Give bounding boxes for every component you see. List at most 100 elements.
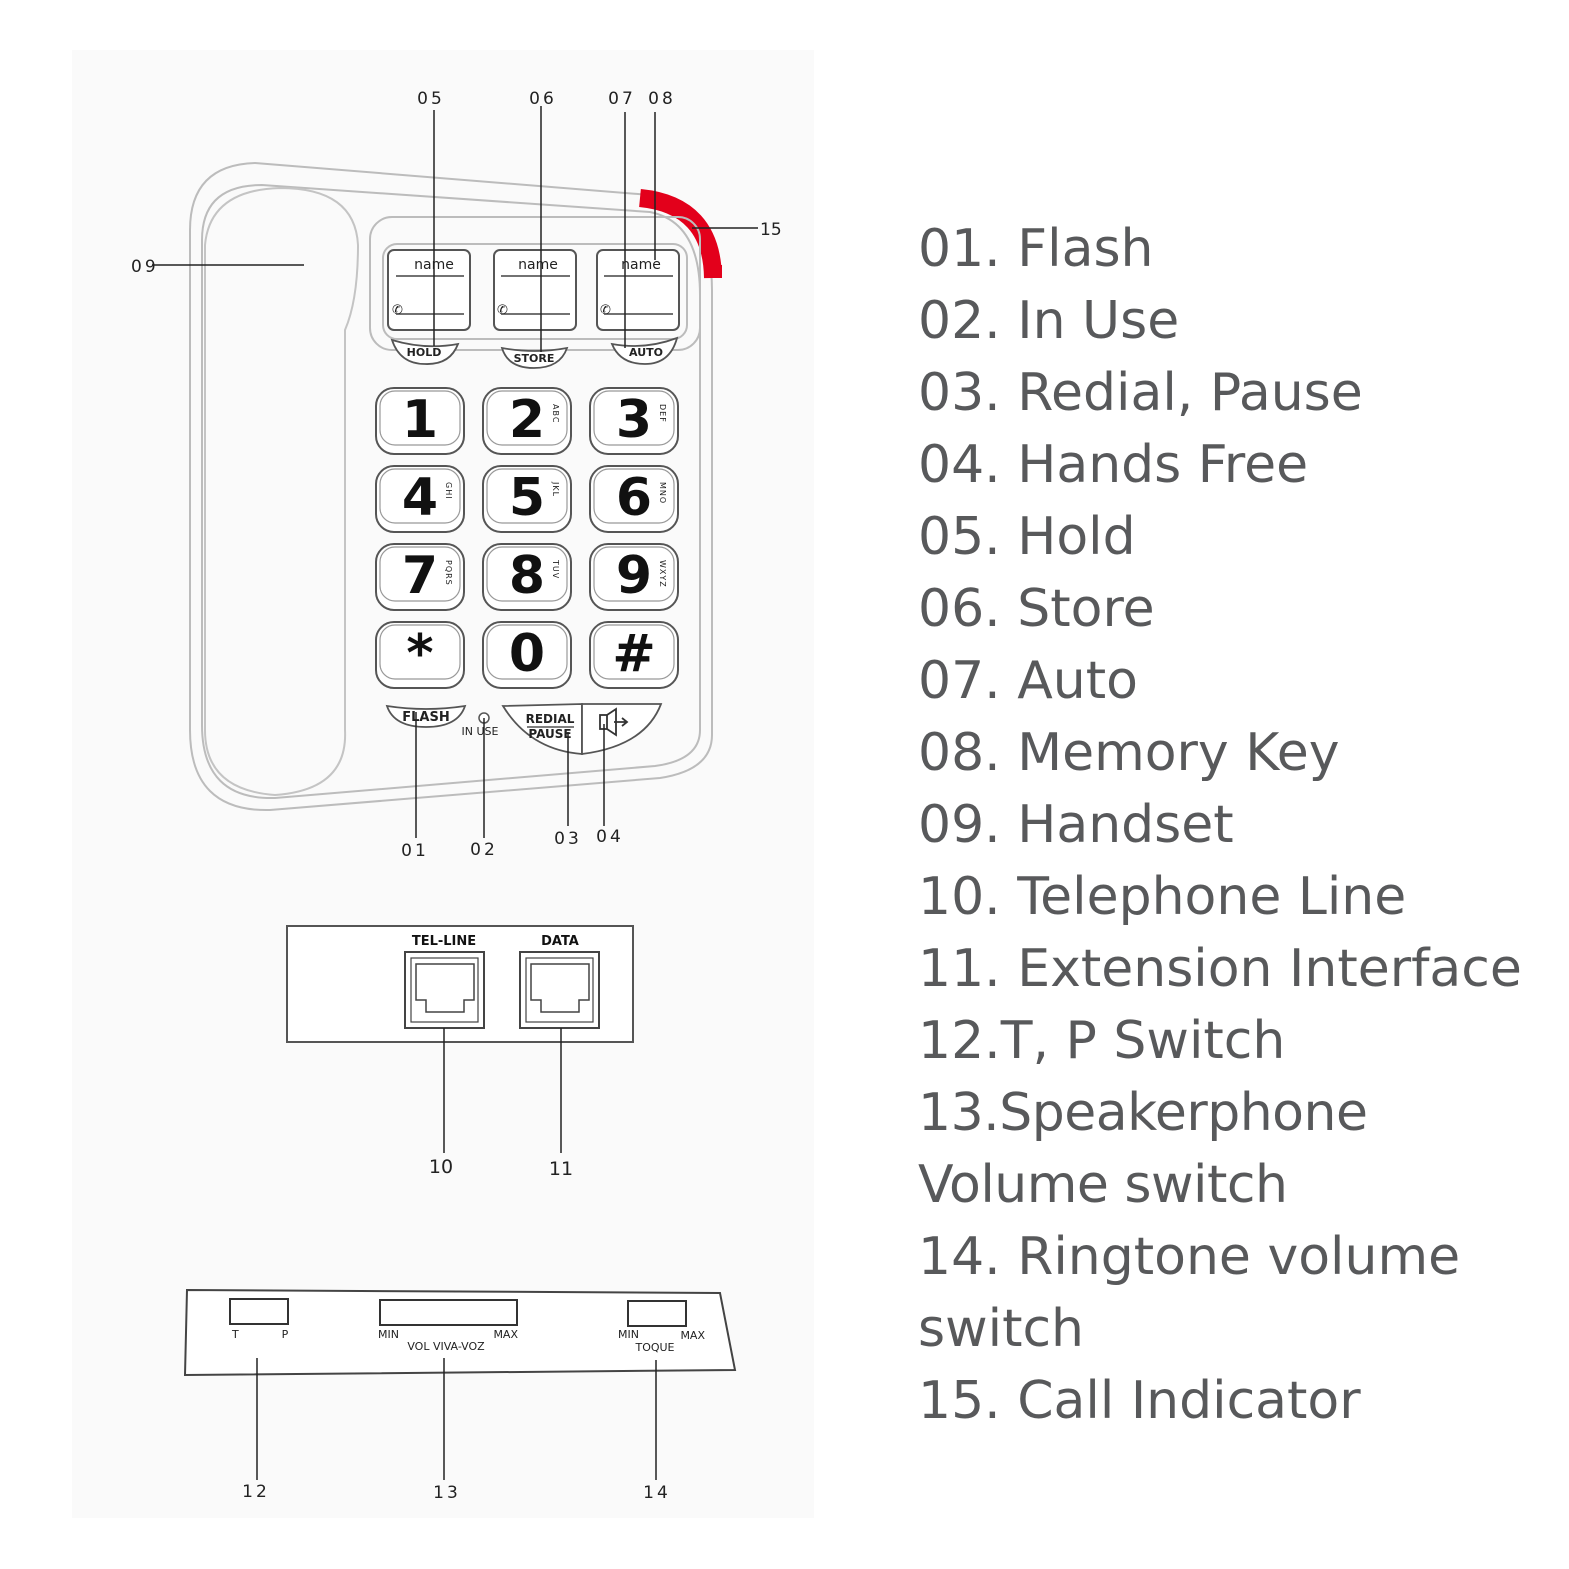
rear-panel: TEL-LINE DATA — [286, 925, 634, 1043]
toque-label: TOQUE — [634, 1341, 674, 1354]
callout-numbers: 05 06 07 08 09 15 01 02 03 04 10 11 12 1… — [131, 89, 782, 1503]
memory-key-panel — [369, 216, 701, 351]
hold-label: HOLD — [407, 346, 442, 359]
legend-item: 02. In Use — [918, 291, 1180, 351]
keypad-digit: * — [406, 624, 433, 684]
callout-04: 04 — [596, 827, 624, 847]
keypad-key[interactable]: 9 WXYZ — [589, 543, 679, 611]
legend-item: 07. Auto — [918, 651, 1138, 711]
toque-max-label: MAX — [680, 1329, 705, 1342]
legend-item: 14. Ringtone volume switch — [918, 1227, 1461, 1359]
switch-panel: T P MIN MAX VOL VIVA-VOZ MIN MAX TOQUE — [183, 1288, 737, 1377]
flash-label: FLASH — [402, 710, 449, 725]
handset — [204, 186, 360, 797]
vol-min-label: MIN — [378, 1328, 399, 1341]
legend-list: 01. Flash 02. In Use 03. Redial, Pause 0… — [918, 213, 1558, 1437]
legend-item: 05. Hold — [918, 507, 1136, 567]
handset-icon: ✆ — [392, 303, 403, 318]
auto-label: AUTO — [629, 346, 663, 359]
keypad-letters: JKL — [551, 481, 560, 497]
in-use-indicator: IN USE — [462, 712, 499, 738]
memory-key-2[interactable]: name ✆ — [493, 249, 577, 331]
data-port[interactable] — [519, 951, 600, 1029]
speakerphone-volume-switch[interactable] — [379, 1299, 518, 1326]
keypad-letters: PQRS — [444, 560, 453, 586]
legend-item: 04. Hands Free — [918, 435, 1309, 495]
keypad-digit: # — [612, 624, 656, 684]
callout-09: 09 — [131, 257, 159, 277]
redial-label: REDIAL — [526, 712, 575, 726]
legend-item: 09. Handset — [918, 795, 1234, 855]
callout-14: 14 — [643, 1483, 671, 1503]
memory-key-3[interactable]: name ✆ — [596, 249, 680, 331]
in-use-label: IN USE — [462, 725, 499, 738]
leader-lines — [152, 106, 758, 1480]
keypad-key[interactable]: 3 DEF — [589, 387, 679, 455]
keypad-key[interactable]: 6 MNO — [589, 465, 679, 533]
keypad-digit: 5 — [509, 468, 545, 528]
callout-06: 06 — [529, 89, 557, 109]
keypad-letters: MNO — [658, 482, 667, 504]
legend-item: 11. Extension Interface — [918, 939, 1522, 999]
t-label: T — [231, 1328, 239, 1341]
hands-free-button[interactable] — [581, 703, 663, 756]
legend-item: 01. Flash — [918, 219, 1154, 279]
t-p-switch[interactable] — [229, 1298, 289, 1325]
callout-08: 08 — [648, 89, 676, 109]
vol-max-label: MAX — [493, 1328, 518, 1341]
keypad-digit: 9 — [616, 546, 652, 606]
callout-10: 10 — [429, 1156, 453, 1178]
ringtone-volume-switch[interactable] — [627, 1300, 687, 1327]
keypad-letters: ABC — [551, 404, 560, 423]
keypad-digit: 4 — [402, 468, 438, 528]
data-label: DATA — [541, 934, 579, 949]
callout-01: 01 — [401, 841, 429, 861]
memory-key-1[interactable]: name ✆ — [387, 249, 471, 331]
redial-pause-button[interactable]: REDIAL PAUSE — [501, 703, 583, 755]
tel-line-label: TEL-LINE — [412, 934, 476, 949]
keypad-key[interactable]: 7 PQRS — [375, 543, 465, 611]
p-label: P — [282, 1328, 289, 1341]
flash-button[interactable]: FLASH — [385, 704, 467, 728]
keypad-digit: 1 — [402, 390, 438, 450]
callout-15: 15 — [760, 220, 782, 240]
hold-button[interactable]: HOLD — [390, 338, 460, 365]
keypad-key[interactable]: 5 JKL — [482, 465, 572, 533]
keypad-letters: DEF — [658, 404, 667, 423]
keypad-digit: 2 — [509, 390, 545, 450]
store-button[interactable]: STORE — [500, 346, 569, 369]
vol-viva-voz-label: VOL VIVA-VOZ — [407, 1340, 485, 1353]
keypad-key[interactable]: 2 ABC — [482, 387, 572, 455]
handset-icon: ✆ — [497, 303, 508, 318]
handset-icon: ✆ — [600, 303, 611, 318]
keypad-key[interactable]: 0 — [482, 621, 572, 689]
keypad-digit: 7 — [402, 546, 438, 606]
callout-11: 11 — [549, 1158, 573, 1180]
pause-label: PAUSE — [528, 727, 571, 741]
memory-key-3-label: name — [621, 257, 661, 273]
legend-item: 03. Redial, Pause — [918, 363, 1363, 423]
callout-13: 13 — [433, 1483, 461, 1503]
keypad-letters: TUV — [551, 559, 560, 579]
keypad-key[interactable]: # — [589, 621, 679, 689]
callout-02: 02 — [470, 840, 498, 860]
keypad-key[interactable]: * — [375, 621, 465, 689]
auto-button[interactable]: AUTO — [610, 336, 679, 365]
legend-item: 08. Memory Key — [918, 723, 1340, 783]
keypad-digit: 6 — [616, 468, 652, 528]
callout-12: 12 — [242, 1482, 270, 1502]
toque-min-label: MIN — [618, 1328, 639, 1341]
legend-item: 12.T, P Switch — [918, 1011, 1286, 1071]
keypad-letters: WXYZ — [658, 560, 667, 588]
legend-item: 15. Call Indicator — [918, 1371, 1361, 1431]
callout-07: 07 — [608, 89, 636, 109]
call-indicator — [638, 189, 722, 279]
keypad-digit: 3 — [616, 390, 652, 450]
keypad-key[interactable]: 1 — [375, 387, 465, 455]
legend-item: 10. Telephone Line — [918, 867, 1407, 927]
